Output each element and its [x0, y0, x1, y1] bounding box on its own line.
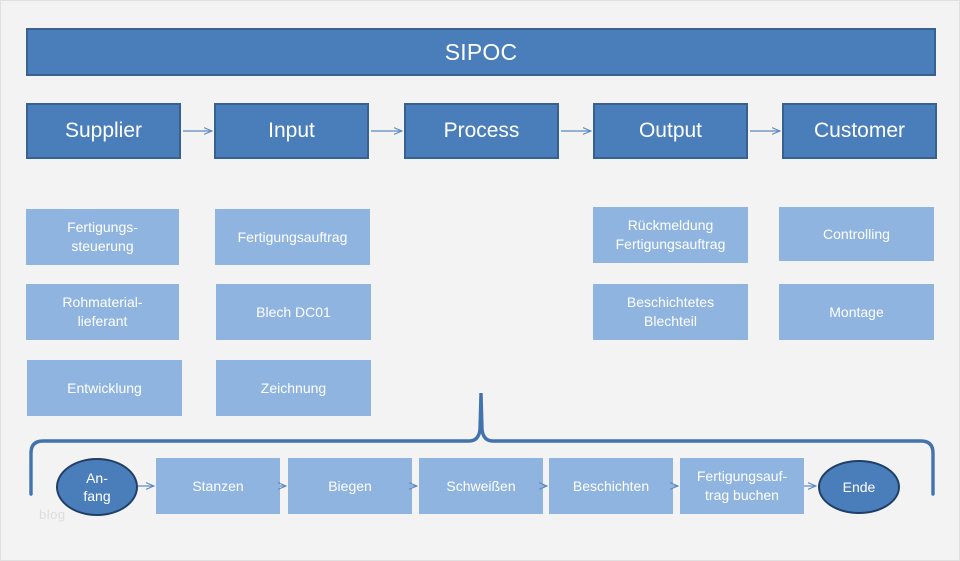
- column-header-output[interactable]: Output: [593, 103, 748, 159]
- column-header-label: Input: [268, 119, 315, 142]
- diagram-title-bar: SIPOC: [26, 28, 936, 76]
- item-box-input-2[interactable]: Blech DC01: [216, 284, 371, 340]
- item-box-customer-1[interactable]: Controlling: [779, 207, 934, 261]
- flow-step-fertigungsauftrag-buchen[interactable]: Fertigungsauf-trag buchen: [680, 458, 804, 514]
- item-box-customer-2[interactable]: Montage: [779, 284, 934, 340]
- item-box-supplier-2[interactable]: Rohmaterial-lieferant: [26, 284, 179, 340]
- column-header-label: Output: [638, 119, 703, 142]
- item-box-supplier-3[interactable]: Entwicklung: [27, 360, 182, 416]
- column-header-process[interactable]: Process: [404, 103, 559, 159]
- flow-step-stanzen[interactable]: Stanzen: [156, 458, 280, 514]
- item-box-input-3[interactable]: Zeichnung: [216, 360, 371, 416]
- page-title: SIPOC: [444, 38, 518, 65]
- flow-start-ellipse[interactable]: An-fang: [56, 458, 138, 516]
- item-box-supplier-1[interactable]: Fertigungs-steuerung: [26, 209, 179, 265]
- flow-step-schweissen[interactable]: Schweißen: [419, 458, 543, 514]
- column-header-label: Process: [443, 119, 520, 142]
- watermark-text: blog: [39, 507, 66, 522]
- item-box-input-1[interactable]: Fertigungsauftrag: [215, 209, 370, 265]
- column-header-supplier[interactable]: Supplier: [26, 103, 181, 159]
- flow-end-ellipse[interactable]: Ende: [818, 460, 900, 514]
- column-header-input[interactable]: Input: [214, 103, 369, 159]
- flow-step-biegen[interactable]: Biegen: [288, 458, 412, 514]
- column-header-customer[interactable]: Customer: [782, 103, 937, 159]
- flow-step-beschichten[interactable]: Beschichten: [549, 458, 673, 514]
- column-header-label: Supplier: [64, 119, 143, 142]
- column-header-label: Customer: [813, 119, 906, 142]
